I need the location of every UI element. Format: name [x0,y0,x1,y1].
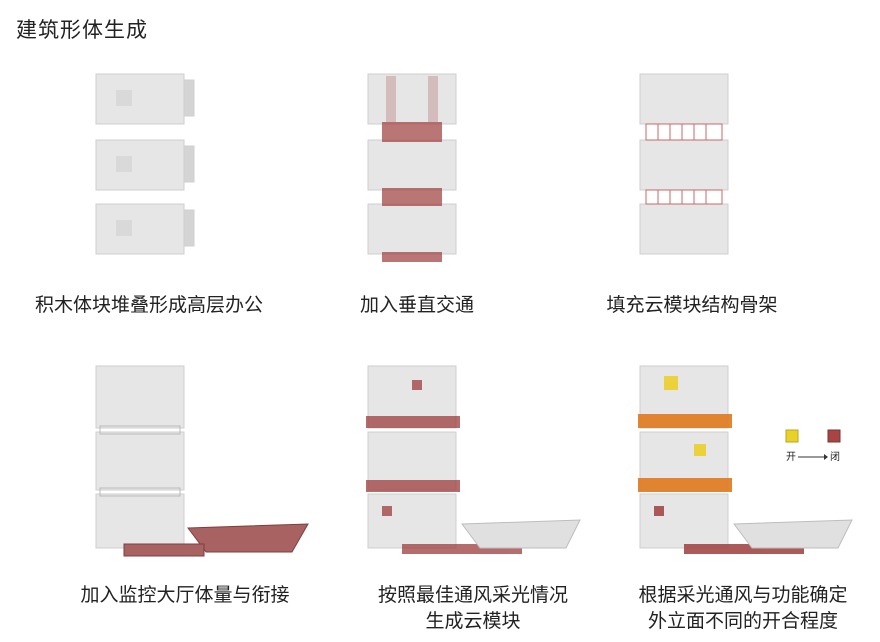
caption-panel-2: 加入垂直交通 [359,294,474,316]
arrow-right-icon [798,454,828,460]
open-cube-icon [785,429,799,443]
monitoring-hall-drawing [95,365,309,557]
caption-panel-3: 填充云模块结构骨架 [606,294,778,316]
caption-panel-1: 积木体块堆叠形成高层办公 [34,294,263,316]
openness-legend: 开 闭 [784,426,850,466]
caption-panel-5-line-2: 生成云模块 [425,610,521,632]
vertical-core-drawing [367,73,457,262]
structural-frame-drawing [639,73,729,255]
caption-panel-6-line-2: 外立面不同的开合程度 [647,610,838,632]
panel-monitoring-hall [80,356,320,566]
legend-open-label: 开 [786,452,796,463]
panel-vertical-core [352,60,482,270]
panel-structural-frame [624,60,754,270]
closed-cube-icon [827,429,841,443]
caption-panel-4: 加入监控大厅体量与衔接 [80,584,290,606]
facade-openness-drawing [638,365,853,554]
stacked-blocks-drawing [95,73,195,255]
cloud-modules-drawing [366,365,581,554]
caption-panel-6-line-1: 根据采光通风与功能确定 [638,584,848,606]
legend-close-label: 闭 [830,452,840,463]
caption-panel-5-line-1: 按照最佳通风采光情况 [377,584,568,606]
legend-cubes [785,429,841,443]
panel-facade-openness [624,356,864,566]
page-title: 建筑形体生成 [16,18,148,42]
panel-stacked-blocks [80,60,210,270]
panel-cloud-modules [352,356,592,566]
